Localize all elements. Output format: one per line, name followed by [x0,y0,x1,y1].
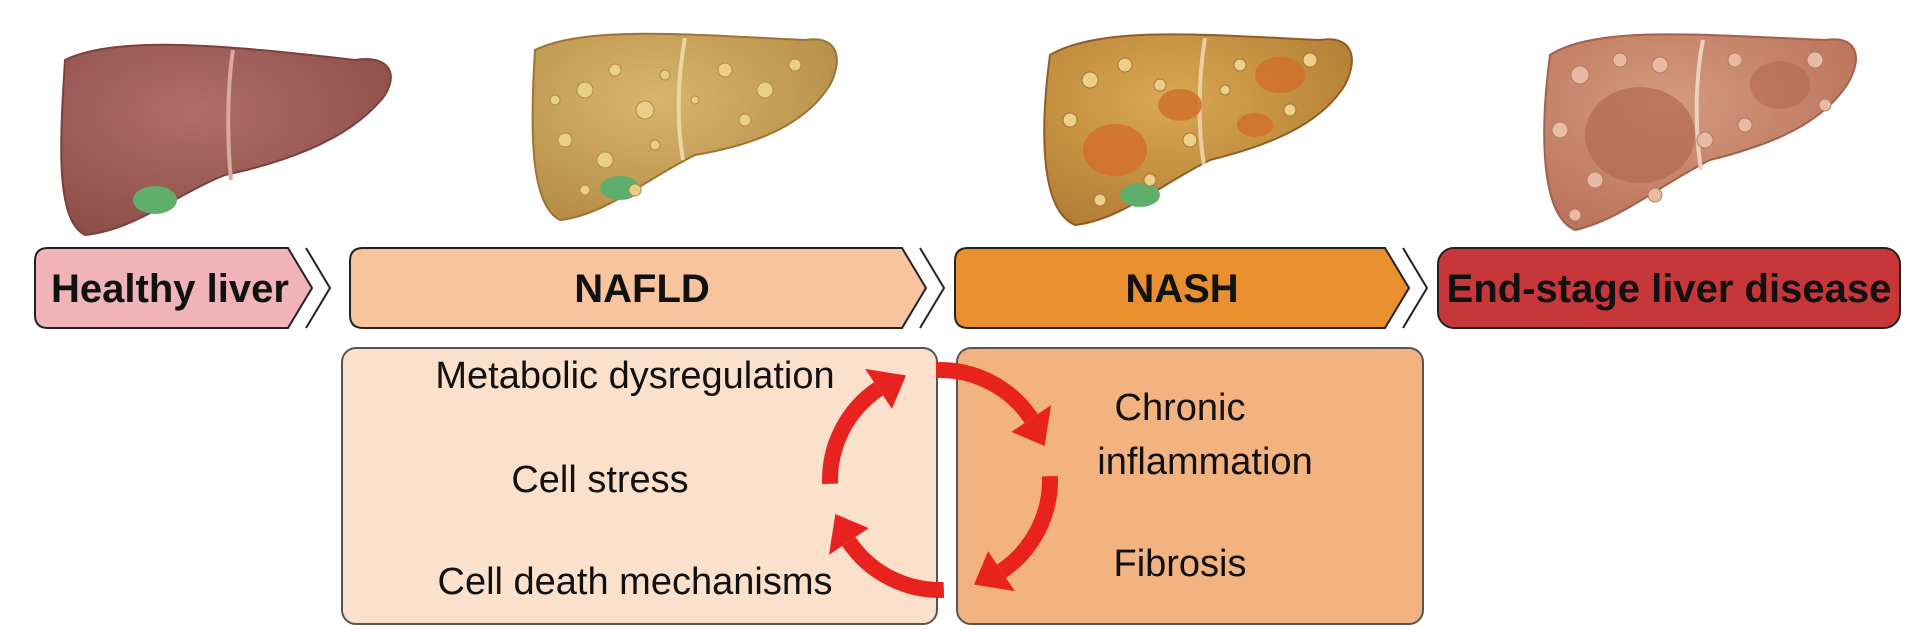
nash-mechanisms-box: Chronic inflammation Fibrosis [956,347,1424,625]
stage-nafld-shape [349,247,928,329]
cycle-arrow-arc [822,382,884,485]
stage-nash-shape [954,247,1411,329]
stage-nafld-label: NAFLD [574,267,710,311]
liver-healthy-illustration [60,43,392,237]
cycle-arrowhead-icon [865,368,907,409]
cycle-arrowhead-icon [973,551,1015,592]
stage-healthy-liver-chevron-icon [305,247,332,329]
stage-end-stage-shape [1437,247,1901,329]
cycle-arrowhead-icon [1011,405,1052,447]
nash-line-chronic: Chronic [1115,387,1246,429]
stage-nash: NASH [954,247,1429,329]
liver-fatty-illustration [531,32,838,222]
cycle-arrows [822,362,1058,598]
cycle-arrow-arc [996,475,1058,578]
stage-nash-chevron-icon [1402,247,1429,329]
cycle-arrow-arc [935,362,1038,424]
nafld-line-metabolic: Metabolic dysregulation [435,355,834,397]
stage-nash-label: NASH [1125,267,1238,311]
cycle-arrowhead-icon [828,513,869,555]
liver-cirrhotic-illustration [1543,33,1857,232]
stage-healthy-liver-label: Healthy liver [51,267,289,311]
stage-healthy-liver-shape [34,247,314,329]
liver-nash-illustration [1043,33,1353,227]
stage-nafld-chevron-icon [919,247,946,329]
nafld-line-cell-death: Cell death mechanisms [438,561,833,603]
stage-end-stage: End-stage liver disease [1437,247,1901,329]
nash-line-fibrosis: Fibrosis [1113,543,1246,585]
stage-end-stage-label: End-stage liver disease [1447,267,1892,311]
nafld-mechanisms-box: Metabolic dysregulation Cell stress Cell… [341,347,938,625]
cycle-arrow-arc [842,536,945,598]
stage-nafld: NAFLD [349,247,946,329]
nash-line-inflammation: inflammation [1097,441,1312,483]
nafld-line-cell-stress: Cell stress [511,459,688,501]
stage-healthy-liver: Healthy liver [34,247,332,329]
